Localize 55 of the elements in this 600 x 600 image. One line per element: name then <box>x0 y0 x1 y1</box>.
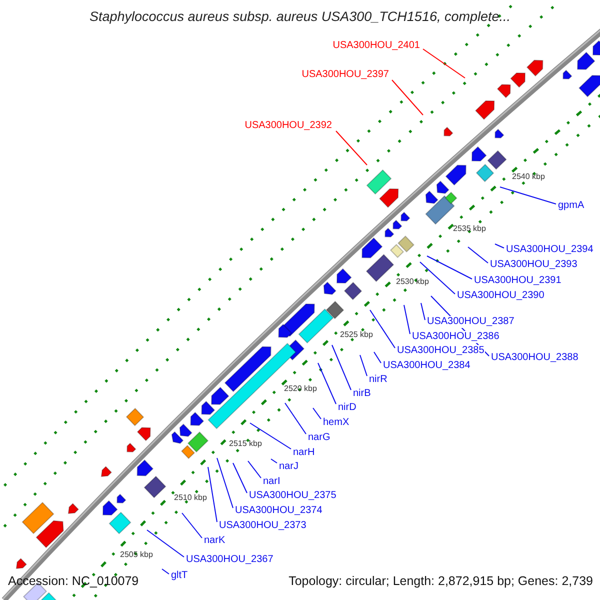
scale-label: 2520 kbp <box>284 384 317 394</box>
scale-label: 2540 kbp <box>512 172 545 182</box>
map-title: Staphylococcus aureus subsp. aureus USA300_TCH1516, complete... <box>88 9 512 24</box>
scale-label: 2530 kbp <box>396 277 429 287</box>
leader-line <box>146 530 184 558</box>
leader-line <box>420 262 456 294</box>
scale-label: 2525 kbp <box>340 330 373 340</box>
leader-line <box>248 460 262 478</box>
gene-label: USA300HOU_2392 <box>244 120 333 132</box>
leader-line <box>468 246 488 264</box>
leader-line <box>250 422 292 450</box>
leader-line <box>370 310 396 348</box>
leader-line <box>208 466 218 522</box>
gene-label: USA300HOU_2367 <box>185 554 274 566</box>
gene-label: USA300HOU_2394 <box>505 244 594 256</box>
scale-label: 2515 kbp <box>229 439 262 449</box>
gene-label: USA300HOU_2388 <box>490 352 580 364</box>
leader-line <box>270 458 278 464</box>
leader-line <box>182 512 202 538</box>
scale-label: 2505 kbp <box>120 550 153 560</box>
gene-label: USA300HOU_2375 <box>248 490 338 502</box>
gene-label: USA300HOU_2374 <box>234 505 324 517</box>
gene-label: gpmA <box>557 200 586 212</box>
leader-line <box>336 130 368 166</box>
gene-label: USA300HOU_2384 <box>382 360 472 372</box>
gene-label: USA300HOU_2385 <box>396 345 486 357</box>
leader-line <box>404 304 410 334</box>
gene-label: USA300HOU_2401 <box>332 40 421 52</box>
leader-line <box>232 462 248 494</box>
leader-line <box>392 80 424 116</box>
info-text: Topology: circular; Length: 2,872,915 bp; Genes: 2,739 <box>288 574 593 588</box>
leader-line <box>426 256 472 280</box>
leader-line <box>162 568 170 574</box>
info-text: Accession: NC_010079 <box>8 574 139 588</box>
leader-line <box>494 244 504 248</box>
gene-label: USA300HOU_2393 <box>489 259 578 271</box>
leader-line <box>318 362 336 404</box>
leader-line <box>284 402 306 434</box>
gene-label: USA300HOU_2390 <box>456 290 546 302</box>
leader-line <box>500 186 556 204</box>
gene-label: USA300HOU_2373 <box>218 520 308 532</box>
gene-label: USA300HOU_2386 <box>411 331 500 343</box>
gene-label: USA300HOU_2391 <box>473 275 562 287</box>
leader-line <box>216 458 234 508</box>
leader-line <box>420 302 426 320</box>
leader-line <box>332 344 352 390</box>
leader-line <box>374 352 382 364</box>
leader-line <box>422 48 466 78</box>
leader-line <box>360 354 368 376</box>
gene-label: gltT <box>170 570 189 582</box>
scale-label: 2510 kbp <box>174 493 207 503</box>
scale-label: 2535 kbp <box>453 224 486 234</box>
gene-label: USA300HOU_2397 <box>300 69 390 81</box>
gene-label: USA300HOU_2387 <box>426 316 516 328</box>
leader-line <box>312 408 322 420</box>
